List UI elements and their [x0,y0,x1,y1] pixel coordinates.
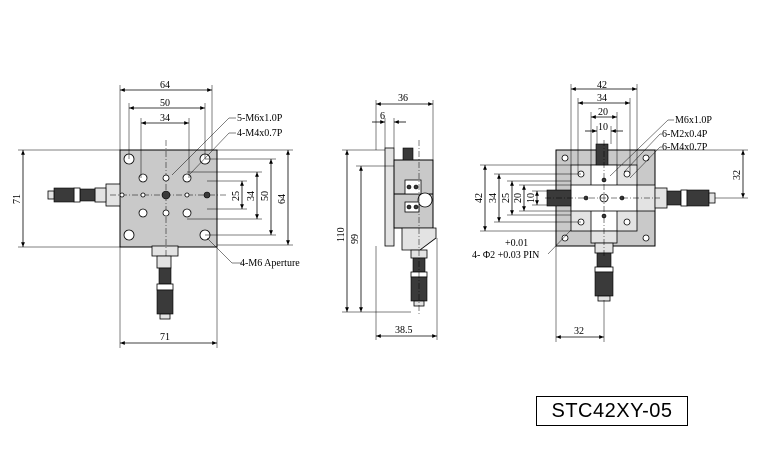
right-view-dim-20-top: 20 [598,107,608,118]
top-view-dim-50: 50 [160,98,170,109]
right-view-dim-32-bottom: 32 [574,326,584,337]
top-view-callout-m4: 4-M4x0.7P [237,128,283,139]
right-view-callout-tolerance: +0.01 [505,238,528,249]
right-view-dim-25-left: 25 [501,193,512,203]
side-view-dim-38-5: 38.5 [395,325,413,336]
model-number-box: STC42XY-05 [536,396,688,426]
side-view-dim-36: 36 [398,93,408,104]
model-number: STC42XY-05 [551,399,673,422]
right-view-dim-34-left: 34 [488,193,499,203]
top-view-dim-34: 34 [160,113,170,124]
top-view-callout-aperture: 4-M6 Aperture [240,258,300,269]
right-view-dim-10-top: 10 [598,122,608,133]
top-view-callout-m6: 5-M6x1.0P [237,113,283,124]
top-view-dim-34-right: 34 [246,191,257,201]
top-view-base-plate [119,149,218,248]
top-view-dim-50-right: 50 [260,191,271,201]
top-view-bottom-bracket [151,245,179,257]
top-view-left-micrometer [47,183,121,207]
right-view-right-micrometer [636,184,716,212]
top-view: 64 50 34 71 71 25 34 50 6 [12,80,300,348]
top-view-dim-71-bottom: 71 [160,332,170,343]
side-view: 36 6 110 99 38.5 [336,93,438,340]
right-view-callout-pin: 4- Φ2 +0.03 PIN [472,250,539,261]
side-view-dim-99: 99 [350,234,361,244]
top-view-dim-64: 64 [160,80,170,91]
side-view-dim-110: 110 [336,227,347,242]
top-view-dim-71-left: 71 [12,194,23,204]
right-view-dim-20-left: 20 [513,193,524,203]
side-view-plate [384,147,395,247]
right-view-callout-m2: 6-M2x0.4P [662,129,708,140]
right-view: 42 34 20 10 42 34 25 20 10 [472,80,748,342]
top-view-dim-25: 25 [231,191,242,201]
top-view-bottom-micrometer [156,255,174,320]
right-view-dim-34-top: 34 [597,93,607,104]
top-view-dim-64-right: 64 [277,194,288,204]
side-view-dim-6: 6 [380,111,385,122]
right-view-callout-m6: M6x1.0P [675,115,712,126]
right-view-dim-10-left: 10 [526,193,537,203]
right-view-dim-42-top: 42 [597,80,607,91]
right-view-dim-42-left: 42 [474,193,485,203]
right-view-dim-32-right: 32 [732,170,743,180]
right-view-callout-m4: 6-M4x0.7P [662,142,708,153]
